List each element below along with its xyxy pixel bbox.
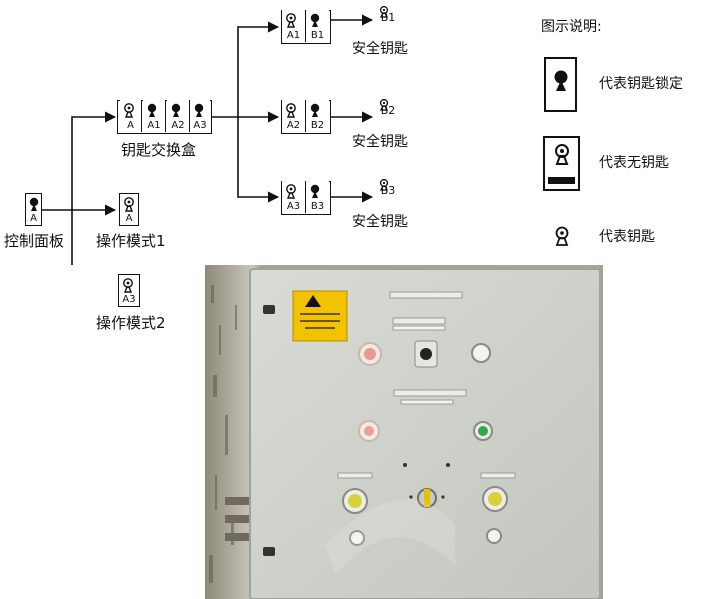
- row-b2-box: A2 B2: [281, 100, 331, 134]
- row-b1-box: A1 B1: [281, 10, 331, 44]
- legend-key-label: 代表钥匙: [599, 228, 655, 246]
- door-latch-top: [263, 305, 275, 314]
- mode2-tag: A3: [119, 294, 139, 305]
- label-plate: [393, 326, 445, 330]
- key-b1: B1: [377, 3, 399, 22]
- key-outline-icon: [122, 103, 136, 119]
- key-outline-icon: [121, 278, 135, 294]
- key-outline-icon: [550, 143, 574, 169]
- mode1-tag: A: [120, 213, 138, 224]
- exchange-lock-a1: A1: [143, 100, 166, 132]
- row-b3-lock-b3: B3: [306, 181, 329, 213]
- exchange-lock-a3: A3: [190, 100, 210, 132]
- row-b1-tag-1: B1: [306, 30, 329, 41]
- legend-no-key-symbol: [543, 136, 580, 191]
- exchange-tag-2: A2: [167, 120, 189, 131]
- row-b3-box: A3 B3: [281, 181, 331, 215]
- control-panel-tag: A: [26, 213, 41, 224]
- label-plate: [394, 390, 466, 396]
- exchange-box: A A1 A2 A3: [117, 100, 212, 134]
- mode2-lock: A3: [118, 274, 140, 307]
- control-panel-label: 控制面板: [4, 232, 64, 250]
- locked-key-icon: [192, 103, 206, 119]
- connection-lines: [0, 0, 702, 265]
- row-b3-tag-1: B3: [306, 201, 329, 212]
- row-b1-lock-a1: A1: [282, 10, 306, 42]
- exchange-lock-a2: A2: [167, 100, 190, 132]
- label-plate: [481, 473, 515, 478]
- exchange-tag-1: A1: [143, 120, 165, 131]
- mode1-lock: A: [119, 193, 139, 226]
- label-plate: [401, 400, 453, 404]
- key-outline-icon: [284, 103, 298, 119]
- locked-key-icon: [145, 103, 159, 119]
- key-b3: B3: [377, 176, 399, 195]
- arrow-to-exchange-box: [72, 117, 115, 210]
- mode1-label: 操作模式1: [96, 232, 166, 250]
- key-b3-tag: B3: [371, 185, 405, 197]
- key-b2: B2: [377, 96, 399, 115]
- row-b3-tag-0: A3: [282, 201, 305, 212]
- locked-key-icon: [308, 103, 322, 119]
- exchange-tag-3: A3: [190, 120, 210, 131]
- locked-key-icon: [549, 69, 573, 95]
- legend-title: 图示说明:: [541, 18, 602, 36]
- control-panel-photo: [205, 265, 603, 599]
- locked-key-icon: [169, 103, 183, 119]
- exchange-tag-0: A: [120, 120, 141, 131]
- locked-key-icon: [308, 13, 322, 29]
- key-outline-icon: [284, 13, 298, 29]
- locked-key-icon: [308, 184, 322, 200]
- key-b2-tag: B2: [371, 105, 405, 117]
- door-latch-bottom: [263, 547, 275, 556]
- warning-sign: [293, 291, 347, 341]
- row-b2-label: 安全钥匙: [352, 133, 408, 151]
- arrow-to-row-b1: [238, 27, 278, 117]
- legend-locked-key-label: 代表钥匙锁定: [599, 75, 683, 93]
- exchange-box-label: 钥匙交换盒: [121, 141, 196, 159]
- key-b1-tag: B1: [371, 12, 405, 24]
- no-key-bar: [548, 177, 575, 184]
- key-outline-icon: [122, 197, 136, 213]
- label-plate: [393, 318, 445, 324]
- row-b2-tag-1: B2: [306, 120, 329, 131]
- cable-glands: [225, 497, 251, 541]
- row-b1-tag-0: A1: [282, 30, 305, 41]
- control-panel-lock: A: [25, 193, 42, 226]
- label-plate: [338, 473, 372, 478]
- arrow-to-row-b3: [238, 117, 278, 197]
- key-outline-icon: [284, 184, 298, 200]
- legend-no-key-label: 代表无钥匙: [599, 154, 669, 172]
- legend-locked-key-symbol: [544, 57, 577, 112]
- locked-key-icon: [28, 197, 40, 213]
- exchange-lock-a: A: [120, 100, 142, 132]
- row-b1-lock-b1: B1: [306, 10, 329, 42]
- row-b2-tag-0: A2: [282, 120, 305, 131]
- row-b3-lock-a3: A3: [282, 181, 306, 213]
- row-b2-lock-a2: A2: [282, 100, 306, 132]
- row-b2-lock-b2: B2: [306, 100, 329, 132]
- row-b1-label: 安全钥匙: [352, 40, 408, 58]
- legend-key-icon: [552, 226, 572, 248]
- push-button-white: [472, 344, 490, 362]
- push-button-white: [487, 529, 501, 543]
- row-b3-label: 安全钥匙: [352, 213, 408, 231]
- control-panel-illustration: [205, 265, 603, 599]
- mode2-label: 操作模式2: [96, 314, 166, 332]
- label-plate: [390, 292, 462, 298]
